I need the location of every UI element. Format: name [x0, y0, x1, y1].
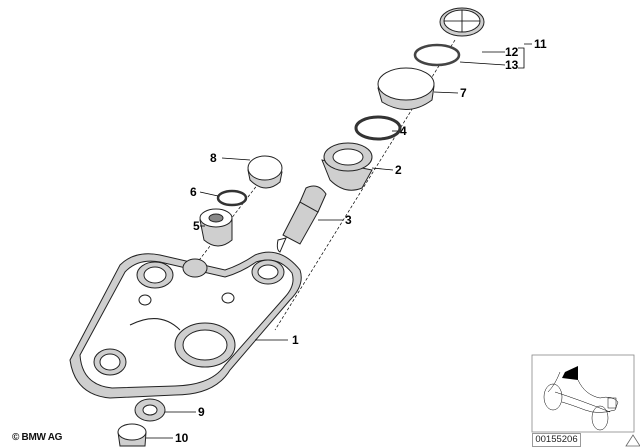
- part-8-plug: [247, 155, 283, 189]
- callout-6: 6: [190, 185, 197, 199]
- part-1-fork-bridge: [69, 251, 302, 399]
- callout-10: 10: [175, 431, 189, 445]
- callout-8: 8: [210, 151, 217, 165]
- callout-9: 9: [198, 405, 205, 419]
- part-13-ring: [413, 43, 461, 67]
- warning-triangle-icon: [625, 434, 640, 447]
- part-5-sleeve: [199, 208, 233, 247]
- motorcycle-thumbnail: [531, 354, 635, 433]
- callout-4: 4: [400, 124, 407, 138]
- callout-1: 1: [292, 333, 299, 347]
- part-2-bearing: [321, 142, 373, 191]
- copyright-text: © BMW AG: [12, 432, 63, 443]
- callout-11: 11: [534, 37, 547, 51]
- part-10-nut: [117, 423, 147, 447]
- part-9-washer: [134, 398, 166, 422]
- part-12-emblem-cap: [439, 7, 485, 37]
- callout-12: 12: [505, 45, 519, 59]
- part-6-o-ring: [216, 189, 248, 207]
- callout-13: 13: [505, 58, 519, 72]
- callout-7: 7: [460, 86, 467, 100]
- part-3-bolt: [276, 185, 327, 253]
- callout-3: 3: [345, 213, 352, 227]
- callout-5: 5: [193, 219, 200, 233]
- diagram-id: 00155206: [532, 433, 581, 447]
- part-7-cap: [377, 67, 435, 110]
- callout-2: 2: [395, 163, 402, 177]
- part-4-circlip: [354, 115, 402, 141]
- leader-lines: [146, 43, 532, 439]
